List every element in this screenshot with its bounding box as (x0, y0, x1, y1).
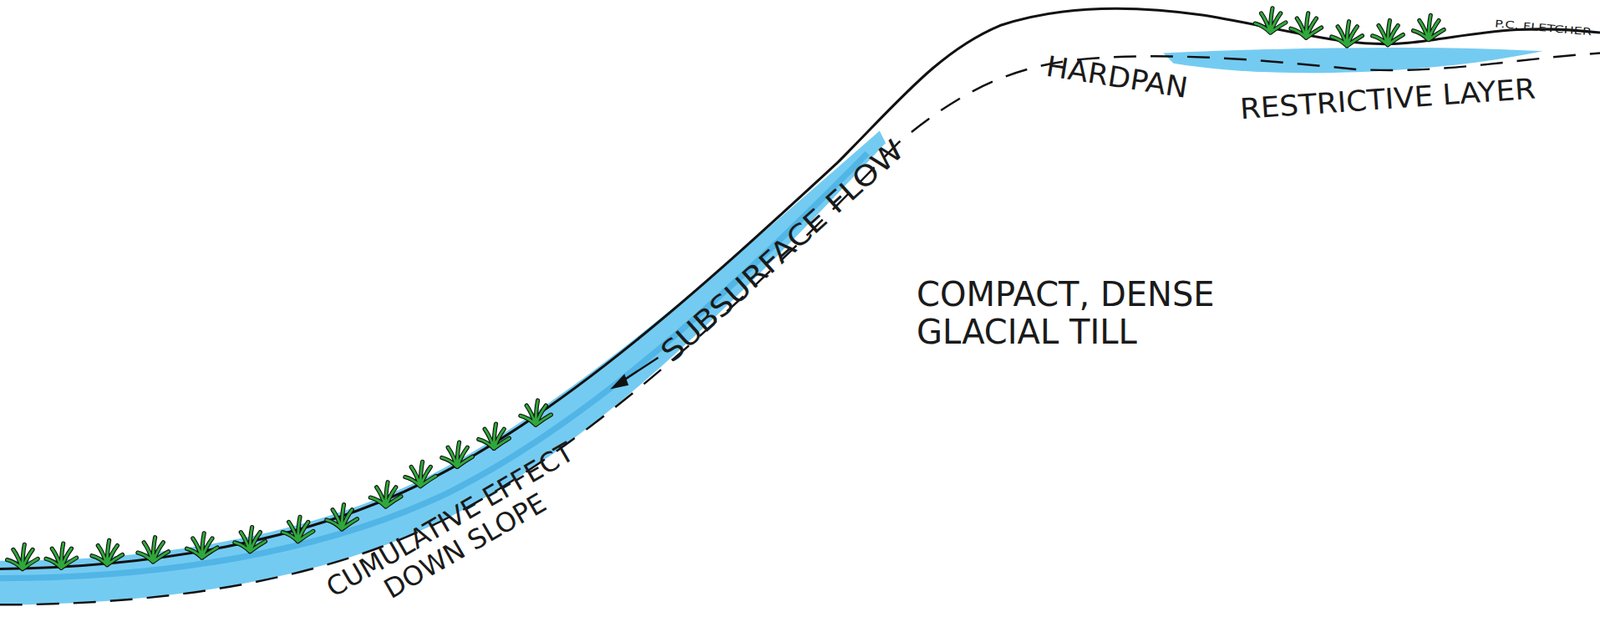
vegetation (7, 8, 1445, 569)
annotation-label: HARDPAN (1044, 50, 1191, 104)
hardpan-layer (0, 53, 1600, 605)
annotation-label: COMPACT, DENSE GLACIAL TILL (916, 275, 1276, 351)
annotation-label: SUBSURFACE FLOW (655, 133, 910, 368)
annotation-label: P.C. FLETCHER (1493, 18, 1592, 39)
annotation-label: CUMULATIVE EFFECT DOWN SLOPE (290, 419, 625, 617)
ground-surface (0, 8, 1600, 569)
flow-arrowhead (609, 373, 629, 389)
annotation-label: RESTRICTIVE LAYER (1239, 72, 1537, 126)
